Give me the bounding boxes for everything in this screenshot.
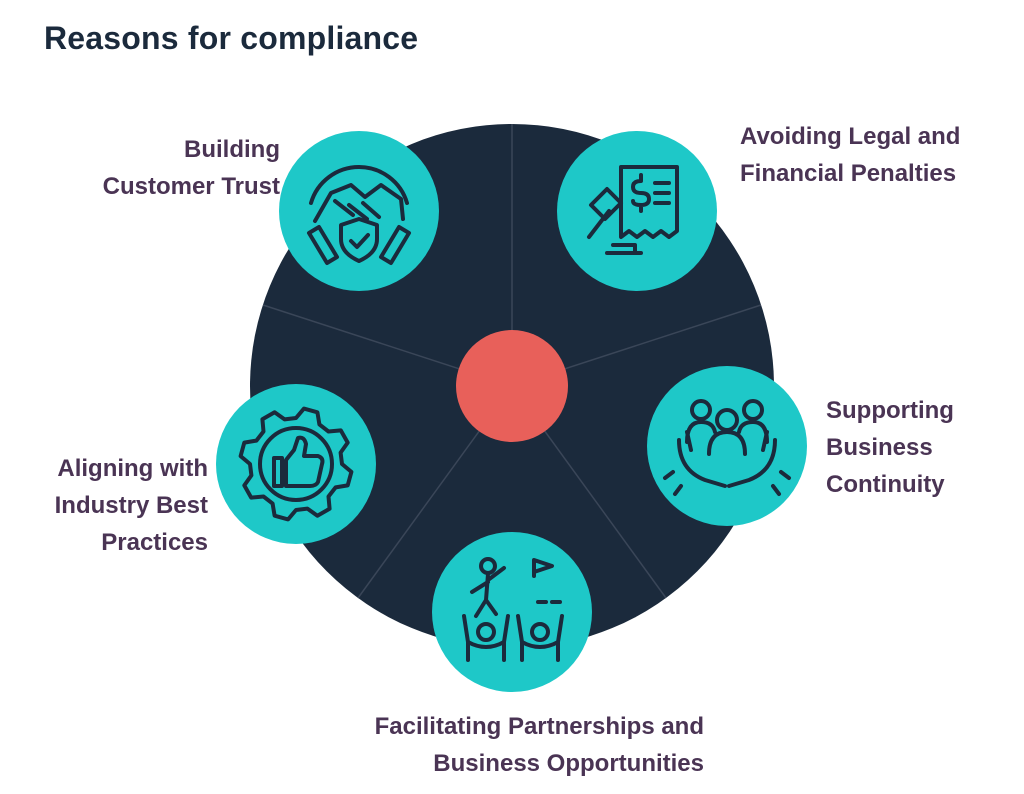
label-customer-trust: Building Customer Trust [102,136,280,200]
label-business-continuity: Supporting Business Continuity [826,397,954,498]
handshake-shield-icon [307,165,411,265]
node-circle [647,366,807,526]
node-circle [432,532,592,692]
node-partnerships [432,532,592,692]
center-hub [456,330,568,442]
node-legal-penalties [557,131,717,291]
node-business-continuity [647,366,807,526]
node-circle [216,384,376,544]
node-best-practices [216,384,376,544]
page-title: Reasons for compliance [44,20,419,56]
hands-people-icon [663,399,791,496]
gavel-invoice-icon [587,165,679,255]
node-circle [557,131,717,291]
node-customer-trust [279,131,439,291]
label-partnerships: Facilitating Partnerships and Business O… [374,713,704,777]
label-best-practices: Aligning with Industry Best Practices [54,455,208,556]
gear-thumbs-up-icon [238,406,354,522]
label-legal-penalties: Avoiding Legal and Financial Penalties [740,123,961,187]
climb-flag-icon [462,557,564,662]
